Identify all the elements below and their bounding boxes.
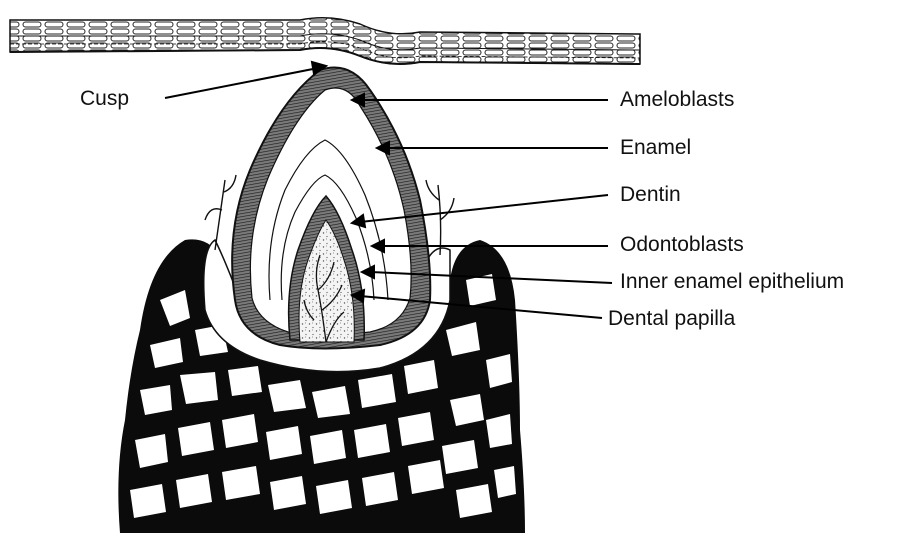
label-inner-enamel-epithelium: Inner enamel epithelium [620,271,844,292]
oral-epithelium [10,18,640,64]
label-enamel: Enamel [620,137,691,158]
label-odontoblasts: Odontoblasts [620,234,744,255]
label-cusp: Cusp [80,88,129,109]
label-dentin: Dentin [620,184,681,205]
label-ameloblasts: Ameloblasts [620,89,734,110]
label-dental-papilla: Dental papilla [608,308,735,329]
